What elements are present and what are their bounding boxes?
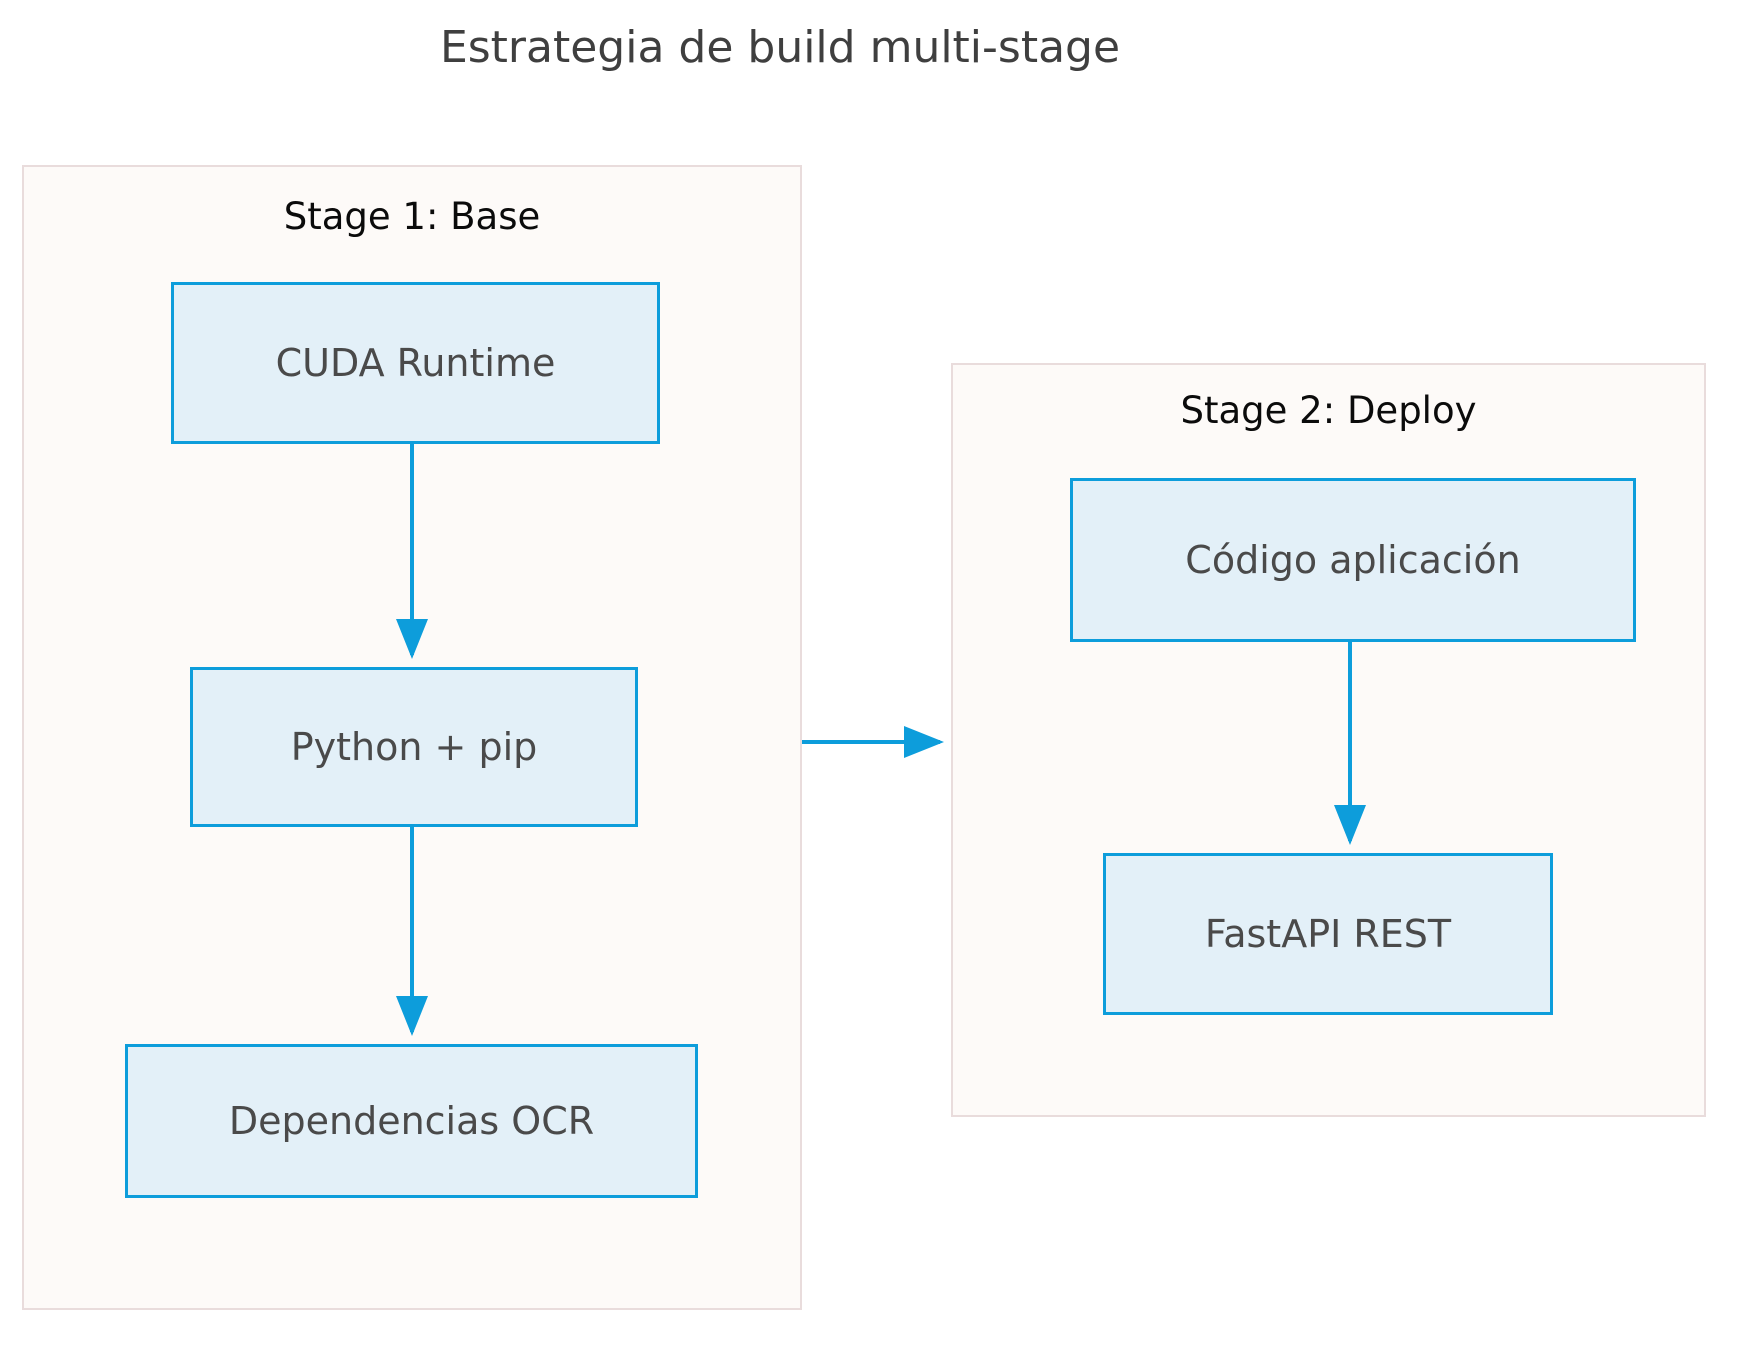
node-python-pip-label: Python + pip xyxy=(290,725,538,769)
stage-1-label: Stage 1: Base xyxy=(283,195,541,238)
page-title: Estrategia de build multi-stage xyxy=(439,22,1121,73)
node-cuda-runtime[interactable]: CUDA Runtime xyxy=(171,282,660,444)
node-cuda-runtime-label: CUDA Runtime xyxy=(275,341,556,385)
node-python-pip[interactable]: Python + pip xyxy=(190,667,638,827)
node-codigo-aplicacion[interactable]: Código aplicación xyxy=(1070,478,1636,642)
node-dependencias-ocr-label: Dependencias OCR xyxy=(228,1099,595,1143)
node-fastapi-rest[interactable]: FastAPI REST xyxy=(1103,853,1553,1015)
node-fastapi-rest-label: FastAPI REST xyxy=(1204,912,1452,956)
node-dependencias-ocr[interactable]: Dependencias OCR xyxy=(125,1044,698,1198)
stage-2-label: Stage 2: Deploy xyxy=(1180,389,1477,432)
node-codigo-aplicacion-label: Código aplicación xyxy=(1185,538,1521,582)
